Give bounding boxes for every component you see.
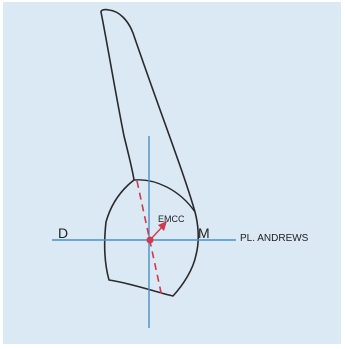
arrow-icon: [158, 221, 167, 231]
plane-label: PL. ANDREWS: [240, 233, 309, 244]
crown-root-boundary: [133, 179, 196, 213]
diagram-background: [3, 2, 341, 344]
crown-long-axis: [136, 180, 163, 298]
mesial-label: M: [198, 225, 210, 241]
emcc-point: [146, 236, 154, 244]
distal-label: D: [58, 225, 68, 241]
emcc-label: EMCC: [158, 214, 185, 224]
tooth-outline: [100, 8, 200, 297]
